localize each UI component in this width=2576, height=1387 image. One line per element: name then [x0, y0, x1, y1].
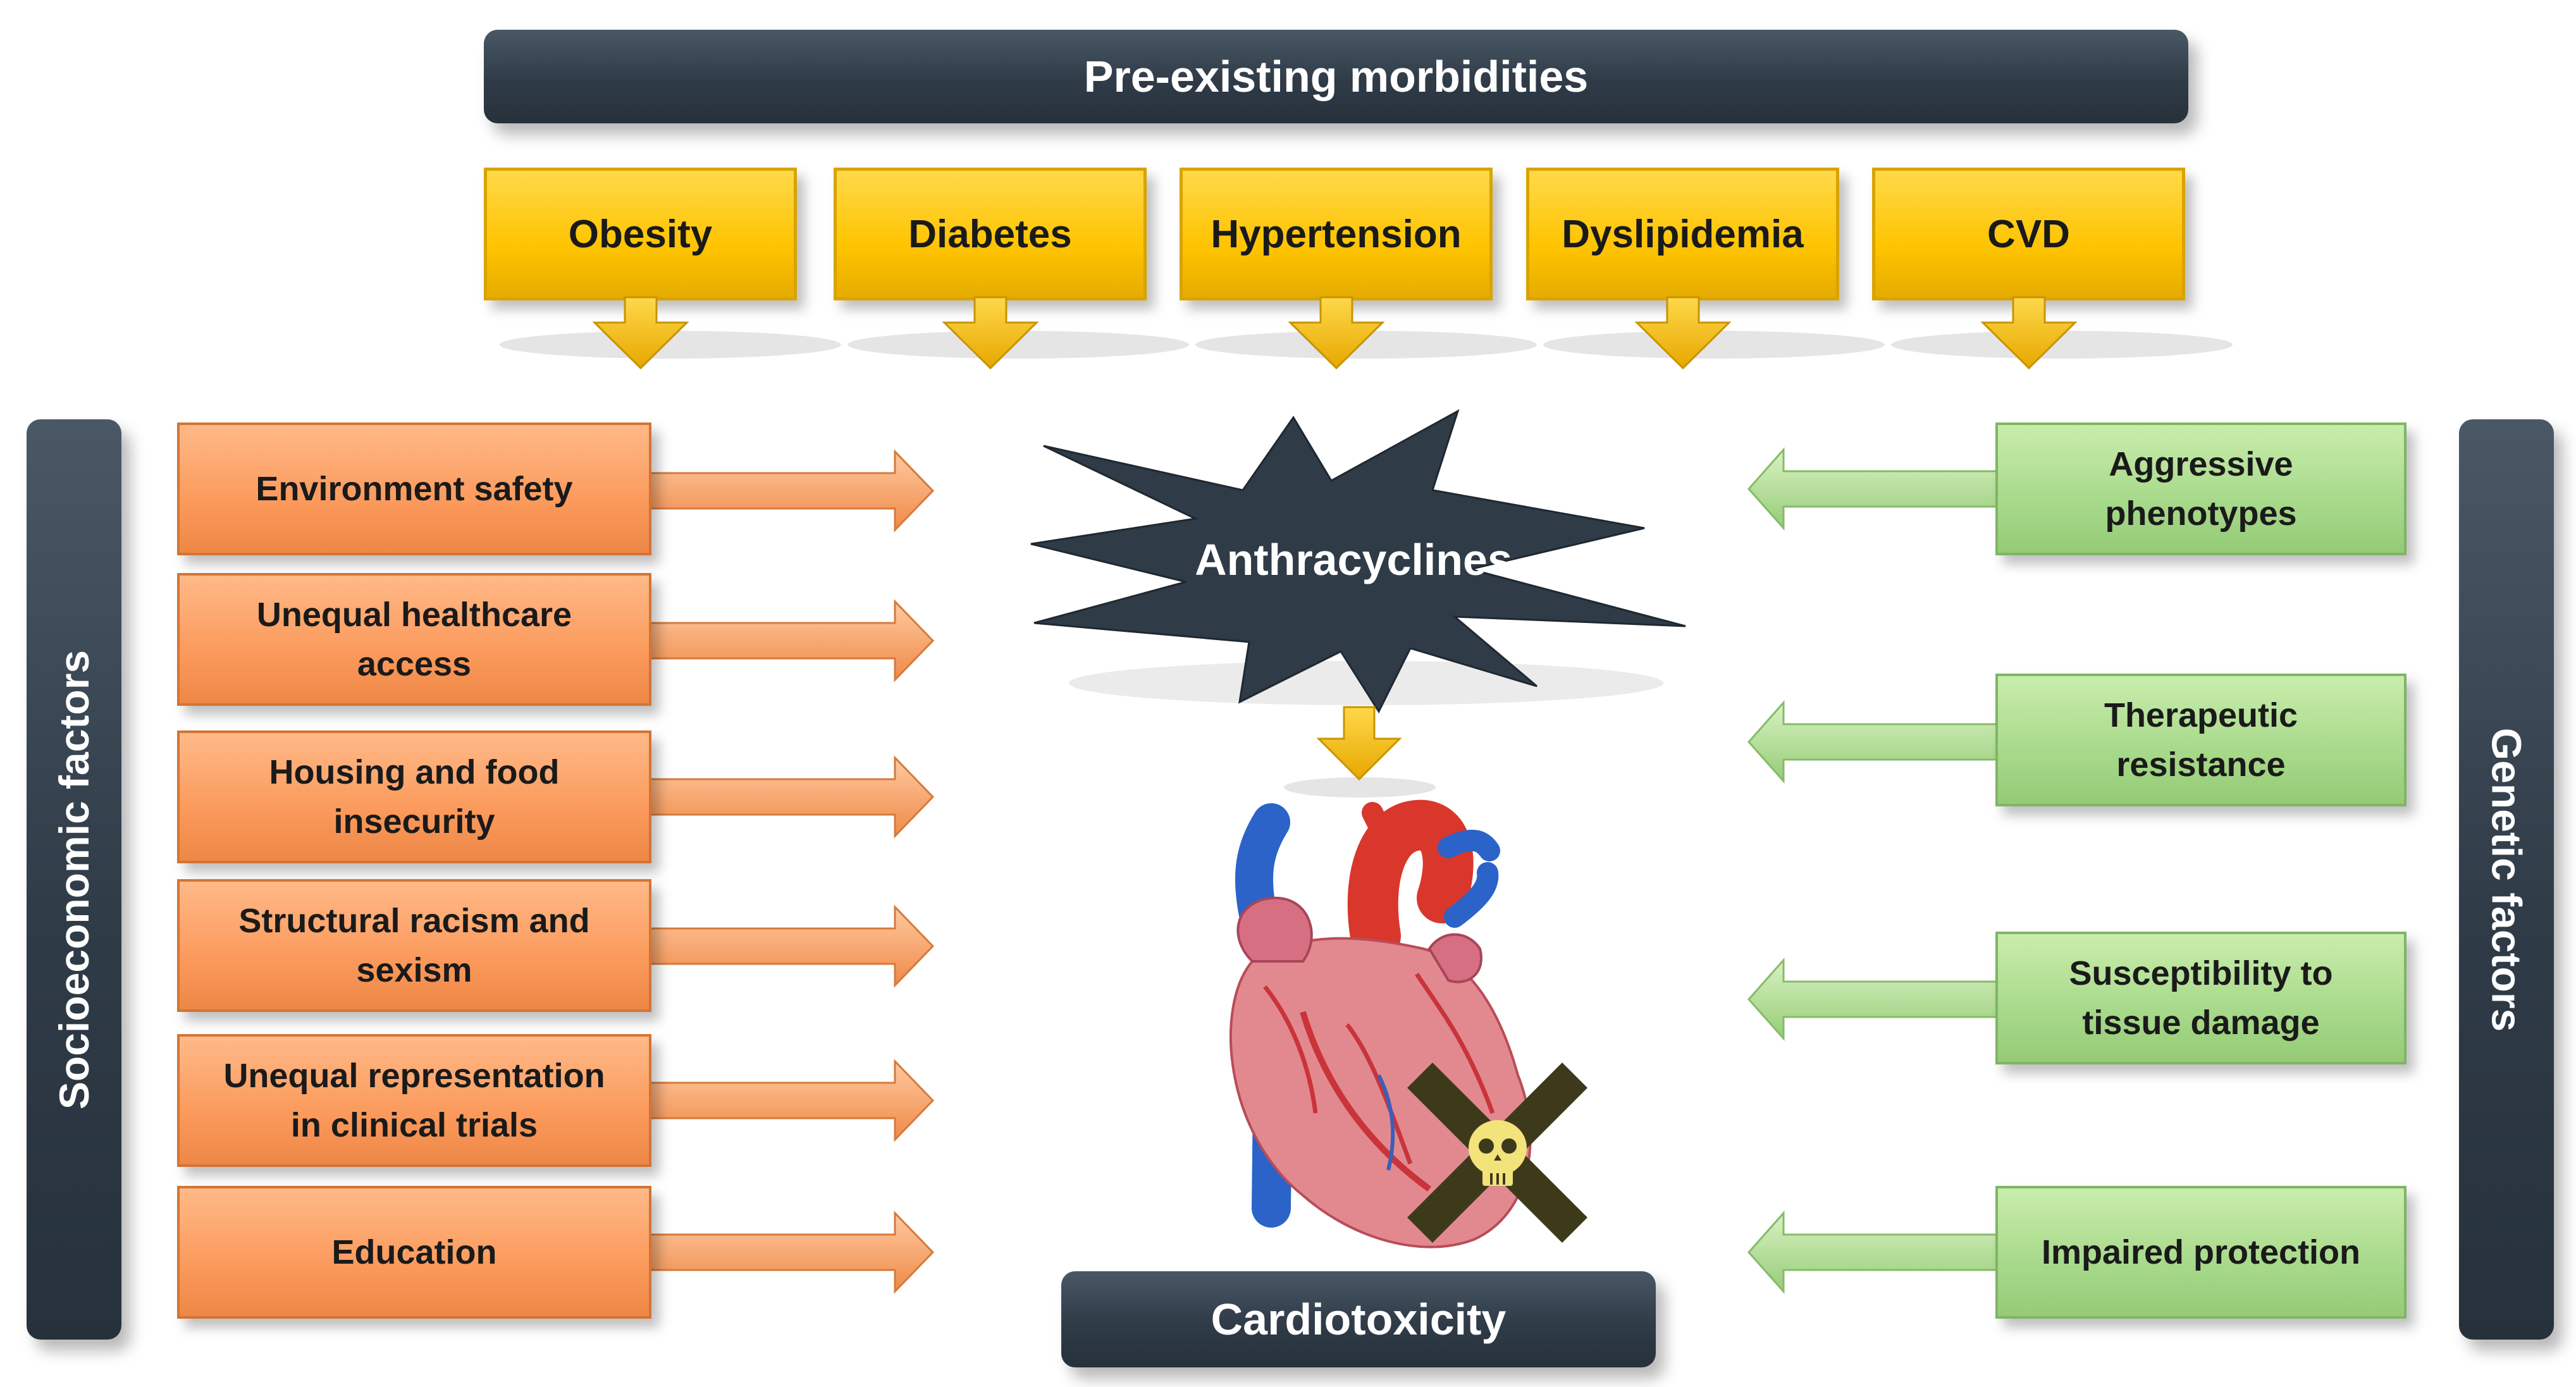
morbidity-label: Hypertension [1211, 212, 1462, 256]
genetic-item-label: Impaired protection [2041, 1233, 2361, 1271]
socioeconomic-item: Unequal healthcare access [177, 573, 651, 706]
arrow-down-icon [1288, 296, 1385, 370]
socioeconomic-item-label: Unequal representation in clinical trial… [223, 1056, 605, 1144]
arrow-right-icon [641, 599, 935, 682]
socioeconomic-item: Environment safety [177, 422, 651, 555]
socioeconomic-item-label: Structural racism and sexism [238, 901, 590, 989]
arrow-down-icon [1980, 296, 2078, 370]
socioeconomic-item-label: Housing and food insecurity [269, 753, 560, 841]
socioeconomic-item: Unequal representation in clinical trial… [177, 1034, 651, 1167]
genetic-bar: Genetic factors [2459, 419, 2554, 1340]
socioeconomic-item: Housing and food insecurity [177, 730, 651, 863]
morbidity-label: Obesity [568, 212, 713, 256]
genetic-item-label: Aggressive phenotypes [2105, 445, 2297, 533]
socioeconomic-bar: Socioeconomic factors [27, 419, 121, 1340]
arrow-right-icon [641, 904, 935, 988]
arrow-right-icon [641, 1059, 935, 1142]
skull-icon [1469, 1120, 1527, 1186]
morbidity-box-obesity: Obesity [484, 168, 797, 300]
arrow-left-icon [1747, 447, 2003, 531]
morbidity-label: Diabetes [908, 212, 1072, 256]
morbidity-label: CVD [1987, 212, 2070, 256]
socioeconomic-item: Education [177, 1186, 651, 1319]
morbidity-box-cvd: CVD [1872, 168, 2185, 300]
arrow-right-icon [641, 755, 935, 839]
genetic-item-label: Therapeutic resistance [2104, 696, 2298, 784]
anthracyclines-starburst [1030, 409, 1686, 714]
genetic-item: Therapeutic resistance [1995, 674, 2407, 806]
genetic-item-label: Susceptibility to tissue damage [2069, 954, 2333, 1042]
socioeconomic-item-label: Environment safety [256, 469, 573, 508]
arrow-right-icon [641, 449, 935, 533]
morbidity-box-dyslipidemia: Dyslipidemia [1526, 168, 1839, 300]
anthracyclines-text: Anthracyclines [1195, 535, 1512, 584]
genetic-title: Genetic factors [2483, 727, 2530, 1032]
socioeconomic-item: Structural racism and sexism [177, 879, 651, 1012]
arrow-left-icon [1747, 958, 2003, 1041]
genetic-item: Susceptibility to tissue damage [1995, 932, 2407, 1064]
arrow-down-icon [592, 296, 689, 370]
arrow-left-icon [1747, 1211, 2003, 1294]
arrow-right-icon [641, 1211, 935, 1294]
arrow-left-icon [1747, 700, 2003, 784]
arrow-down-icon [1316, 706, 1402, 781]
cardiotoxicity-bar: Cardiotoxicity [1061, 1271, 1656, 1367]
socioeconomic-title: Socioeconomic factors [51, 650, 98, 1109]
genetic-item: Aggressive phenotypes [1995, 422, 2407, 555]
morbidities-header-label: Pre-existing morbidities [1083, 52, 1589, 101]
arrow-down-icon [942, 296, 1039, 370]
cardiotoxicity-label: Cardiotoxicity [1211, 1295, 1507, 1344]
morbidities-header: Pre-existing morbidities [484, 30, 2188, 123]
socioeconomic-item-label: Education [331, 1233, 497, 1271]
morbidity-box-diabetes: Diabetes [834, 168, 1147, 300]
morbidity-label: Dyslipidemia [1562, 212, 1804, 256]
genetic-item: Impaired protection [1995, 1186, 2407, 1319]
socioeconomic-item-label: Unequal healthcare access [256, 595, 572, 683]
anthracyclines-label: Anthracyclines [1126, 531, 1581, 588]
arrow-down-icon [1634, 296, 1732, 370]
